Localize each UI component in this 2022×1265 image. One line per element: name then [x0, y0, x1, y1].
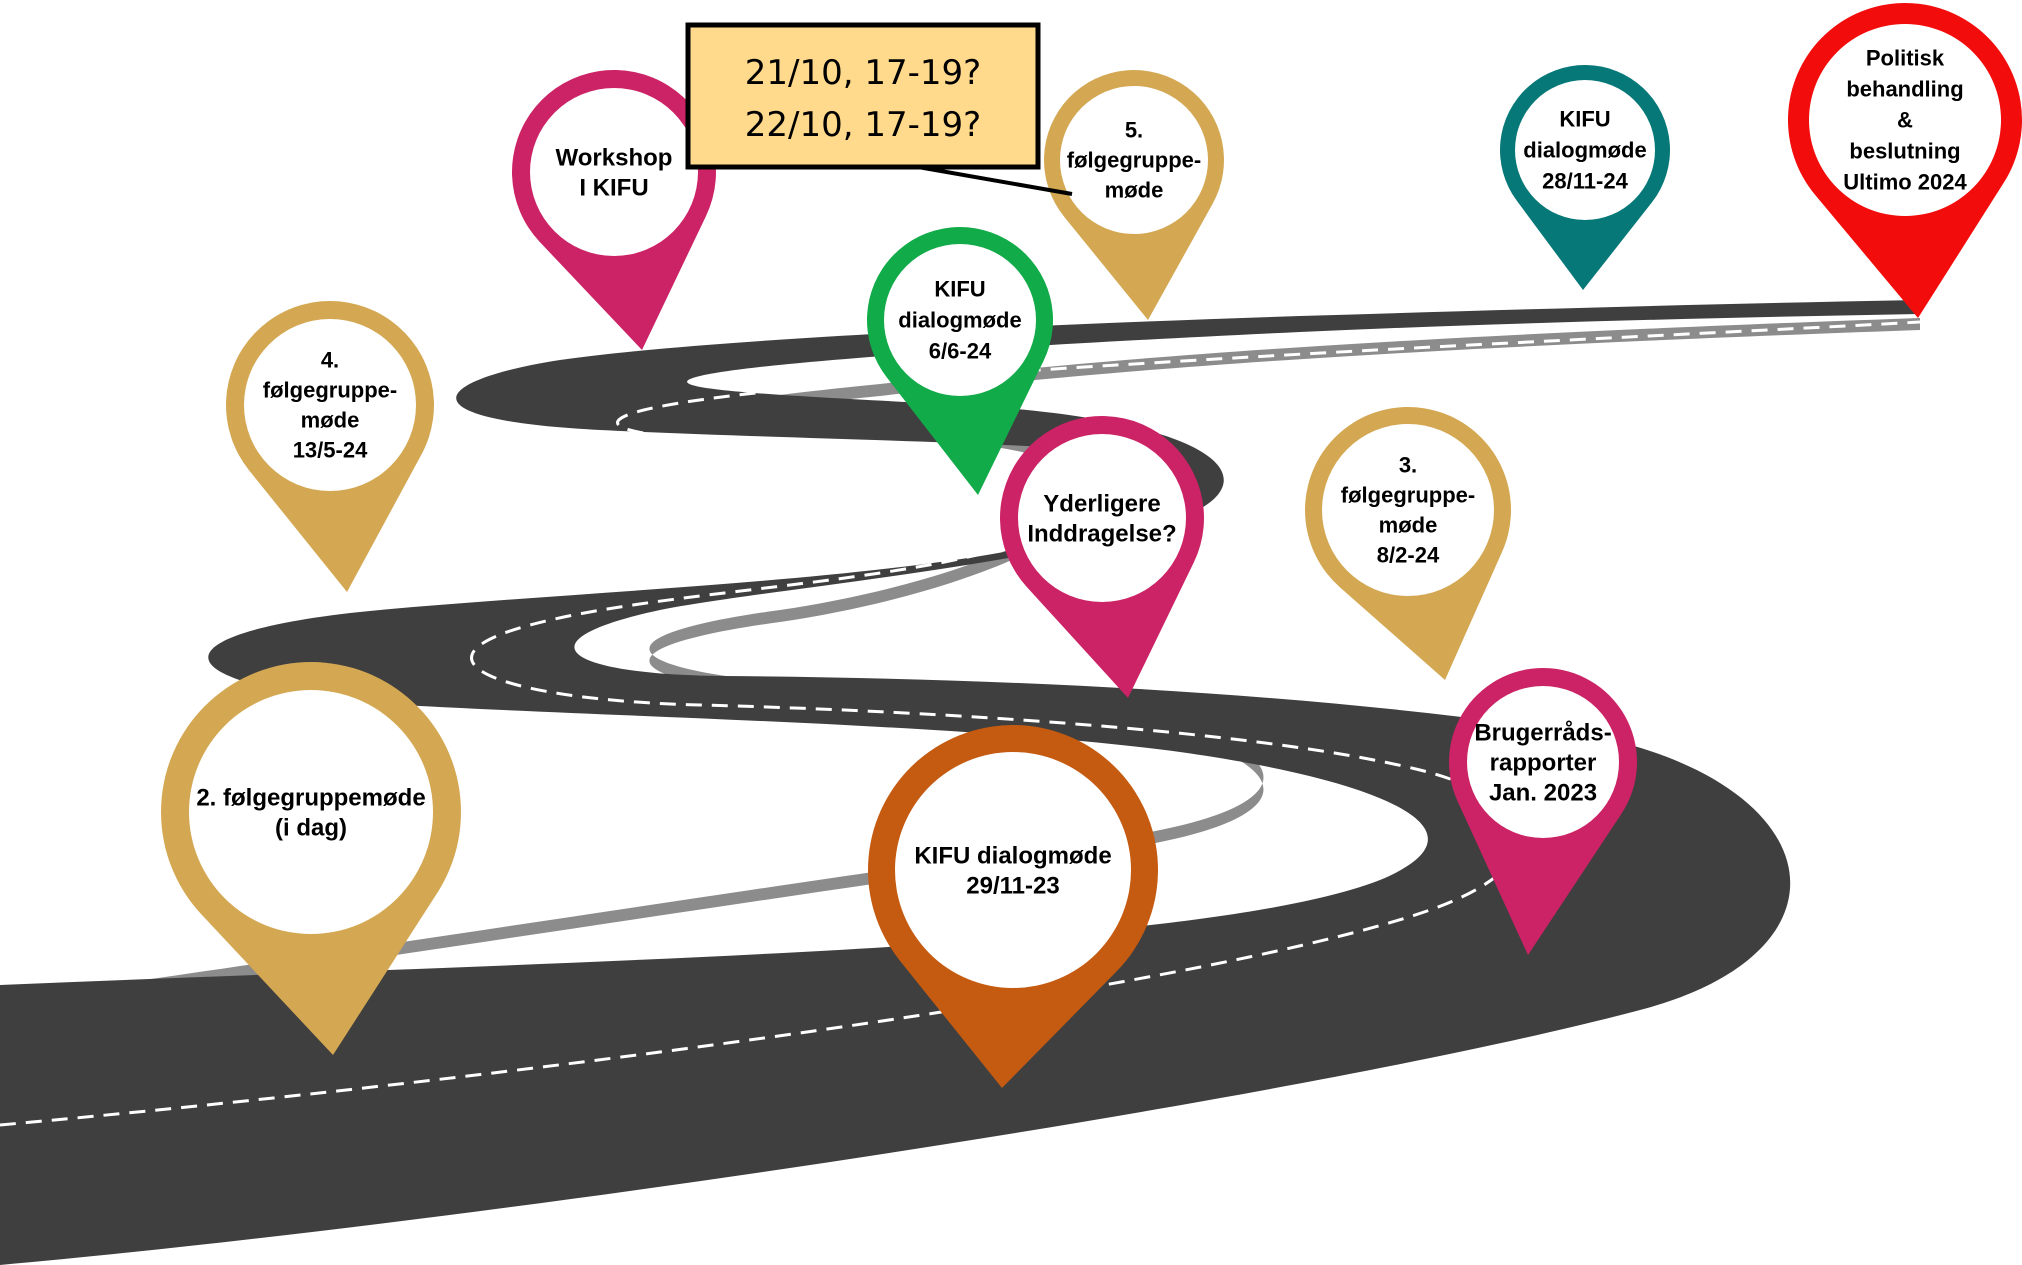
pin-label-line: Jan. 2023: [1489, 779, 1597, 806]
pin-label-line: Politisk: [1866, 46, 1945, 71]
pin-label-line: &: [1897, 108, 1913, 133]
pin-label-line: 5.: [1125, 118, 1143, 143]
callout-line-1: 21/10, 17-19?: [745, 53, 981, 93]
pin-label-line: 2. følgegruppemøde: [196, 784, 425, 811]
pin-inner-circle: [1322, 424, 1494, 596]
pin-label-line: følgegruppe-: [263, 378, 397, 403]
pin-label-line: 6/6-24: [929, 339, 992, 364]
pin-inner-circle: [189, 690, 433, 934]
pin-label-line: følgegruppe-: [1341, 483, 1475, 508]
pin-inner-circle: [530, 88, 698, 256]
pin-label-line: 13/5-24: [293, 438, 368, 463]
pin-inner-circle: [884, 244, 1036, 396]
pin-label-line: rapporter: [1490, 749, 1597, 776]
pin-label-line: I KIFU: [579, 174, 648, 201]
pin-label-line: Brugerråds-: [1474, 719, 1611, 746]
pin-label-line: dialogmøde: [1523, 138, 1646, 163]
pin-label-line: møde: [1379, 513, 1438, 538]
pin-label-line: 8/2-24: [1377, 543, 1440, 568]
pin-label-line: 28/11-24: [1542, 169, 1628, 194]
pin-label-line: Workshop: [556, 144, 673, 171]
pin-inner-circle: [895, 752, 1131, 988]
pin-inner-circle: [1515, 80, 1655, 220]
milestone-pin: Workshop I KIFU: [512, 70, 716, 351]
callout-box: [685, 22, 1041, 170]
pin-label-line: 29/11-23: [966, 872, 1059, 899]
pin-inner-circle: [1060, 86, 1208, 234]
pin-inner-circle: [1018, 434, 1186, 602]
pin-label-line: KIFU: [934, 277, 985, 302]
milestone-pin: 4. følgegruppe-møde 13/5-24: [226, 301, 435, 592]
pin-label-line: møde: [1105, 178, 1164, 203]
pin-inner-circle: [1809, 24, 2001, 216]
pin-label-line: Yderligere: [1043, 490, 1160, 517]
milestone-pin: 3. følgegruppe-møde 8/2-24: [1305, 407, 1511, 680]
milestone-pin: 5. følgegruppe-møde: [1044, 69, 1224, 320]
pin-label-line: KIFU: [1559, 107, 1610, 132]
callout-pointer: [917, 165, 1073, 196]
pin-label-line: behandling: [1846, 77, 1963, 102]
milestone-pin: KIFU dialogmøde 6/6-24: [867, 227, 1053, 495]
milestone-pin: 2. følgegruppemøde (i dag): [160, 661, 461, 1055]
pin-label-line: 4.: [321, 348, 339, 373]
pin-label-line: dialogmøde: [898, 308, 1021, 333]
pin-label-line: 3.: [1399, 453, 1417, 478]
pin-label-line: Ultimo 2024: [1843, 170, 1967, 195]
callout-line-2: 22/10, 17-19?: [745, 105, 981, 145]
pin-label-line: følgegruppe-: [1067, 148, 1201, 173]
milestone-pin: KIFU dialogmøde 29/11-23: [868, 725, 1158, 1088]
pin-label-line: (i dag): [275, 814, 347, 841]
pin-label-line: Inddragelse?: [1027, 520, 1176, 547]
pin-label-line: møde: [301, 408, 360, 433]
road-body: [0, 300, 1920, 1265]
pin-label-line: beslutning: [1849, 139, 1960, 164]
pin-inner-circle: [1467, 686, 1619, 838]
pin-label-line: KIFU dialogmøde: [914, 842, 1111, 869]
milestone-pin: KIFU dialogmøde 28/11-24: [1500, 65, 1670, 290]
pin-inner-circle: [244, 319, 416, 491]
date-callout: 21/10, 17-19? 22/10, 17-19?: [685, 22, 1073, 196]
